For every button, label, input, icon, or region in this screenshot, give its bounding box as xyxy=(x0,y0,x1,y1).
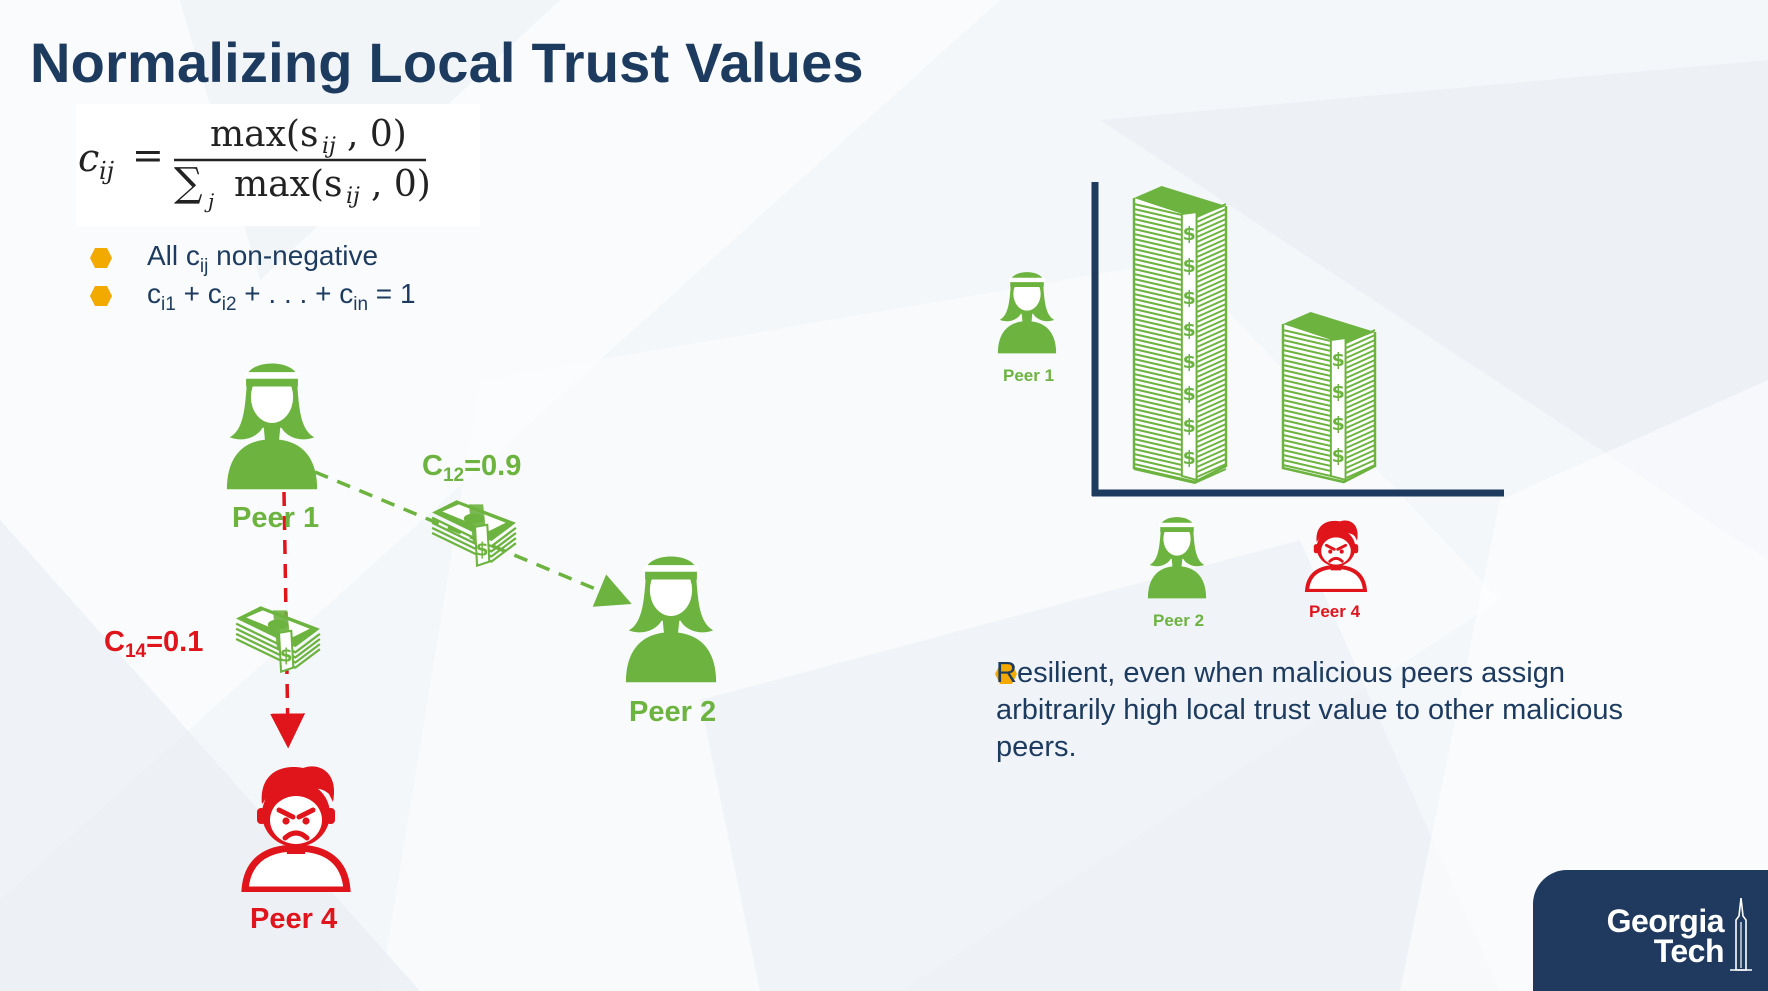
formula-denominator-tail: , 0) xyxy=(371,164,431,205)
peer4-angry-user-icon xyxy=(245,766,347,890)
edge-peer1-peer2 xyxy=(314,470,632,607)
formula-sum-sub: j xyxy=(204,189,214,213)
georgia-tech-logo: Georgia Tech xyxy=(1533,870,1768,991)
hexagon-bullet-icon xyxy=(995,664,1017,684)
money-stack-icon xyxy=(234,605,322,673)
trust-label-c12: C12=0.9 xyxy=(422,450,522,486)
money-stack-icon xyxy=(430,499,518,567)
y-axis-peer1-woman-user-icon xyxy=(997,272,1057,354)
dollar-sign-icon: $ xyxy=(1183,447,1196,469)
peer2-woman-user-icon xyxy=(625,556,717,683)
dollar-sign-icon: $ xyxy=(1183,287,1196,309)
hexagon-bullet-icon xyxy=(90,286,112,306)
dollar-sign-icon: $ xyxy=(1183,415,1196,437)
hexagon-bullet-icon xyxy=(90,248,112,268)
formula-denominator: max(s xyxy=(234,164,342,205)
svg-text:∑: ∑ xyxy=(174,160,203,206)
resilience-note: Resilient, even when malicious peers ass… xyxy=(996,655,1676,766)
formula-numerator-sub: ij xyxy=(322,134,336,159)
dollar-sign-icon: $ xyxy=(1332,349,1345,371)
dollar-sign-icon: $ xyxy=(1332,413,1345,435)
formula-denominator-sub: ij xyxy=(346,184,360,209)
money-stack-short-peer4: $ $ $ $ xyxy=(1281,312,1377,484)
dollar-sign-icon: $ xyxy=(1183,255,1196,277)
money-stack-tall-peer2: $ $ $ $ $ $ $ $ xyxy=(1132,186,1228,485)
dollar-sign-icon: $ xyxy=(1183,319,1196,341)
formula-equals: = xyxy=(132,133,164,177)
resilience-note-text: Resilient, even when malicious peers ass… xyxy=(996,657,1623,763)
logo-line1: Georgia xyxy=(1606,903,1725,939)
normalization-formula: c ij = max(s ij , 0) ∑ j max(s ij , 0) xyxy=(76,104,480,226)
peer4-label: Peer 4 xyxy=(250,903,338,935)
tech-tower-icon xyxy=(1730,898,1752,971)
formula-lhs: c xyxy=(78,136,99,180)
formula-numerator: max(s xyxy=(210,114,318,155)
x-axis-peer2-woman-user-icon xyxy=(1147,517,1207,599)
dollar-sign-icon: $ xyxy=(1332,381,1345,403)
formula-lhs-sub: ij xyxy=(99,157,115,185)
formula-numerator-tail: , 0) xyxy=(347,114,407,155)
dollar-sign-icon: $ xyxy=(1183,223,1196,245)
peer1-label: Peer 1 xyxy=(232,502,320,534)
dollar-sign-icon: $ xyxy=(1183,351,1196,373)
x-axis-peer2-label: Peer 2 xyxy=(1153,611,1205,630)
peer2-label: Peer 2 xyxy=(629,696,717,728)
trust-label-c14: C14=0.1 xyxy=(104,626,204,662)
peer1-woman-user-icon xyxy=(226,363,318,490)
slide-title: Normalizing Local Trust Values xyxy=(30,31,864,94)
logo-line2: Tech xyxy=(1653,933,1725,969)
x-axis-peer4-label: Peer 4 xyxy=(1309,602,1361,621)
y-axis-peer1-label: Peer 1 xyxy=(1003,366,1055,385)
dollar-sign-icon: $ xyxy=(1183,383,1196,405)
dollar-sign-icon: $ xyxy=(1332,445,1345,467)
x-axis-peer4-angry-user-icon xyxy=(1307,520,1365,590)
